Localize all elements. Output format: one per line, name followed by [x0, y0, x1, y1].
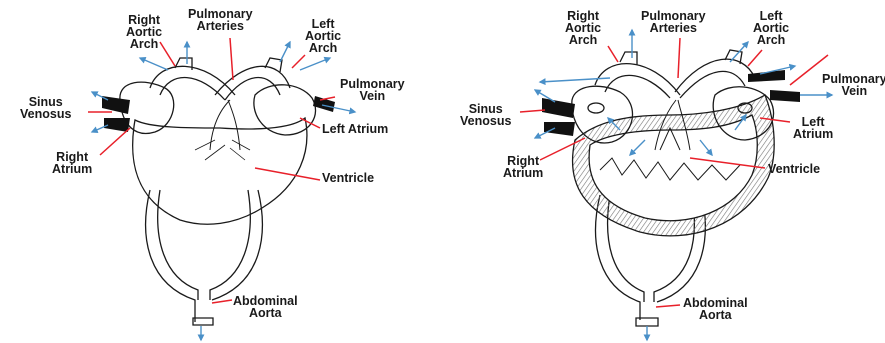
left-right-arch — [150, 66, 235, 100]
right-label-pulmonary-vein: Pulmonary Vein — [822, 73, 885, 97]
right-pulmonary-vein-vessel — [770, 90, 800, 102]
left-label-abdominal-aorta: Abdominal Aorta — [233, 295, 298, 319]
right-label-left-aortic-arch: Left Aortic Arch — [753, 10, 789, 46]
right-heart-internal — [572, 50, 774, 326]
left-label-left-aortic-arch: Left Aortic Arch — [305, 18, 341, 54]
right-label-ventricle: Ventricle — [768, 163, 820, 175]
left-arrow-sinus-top — [92, 92, 108, 100]
left-arch-stub-r — [175, 58, 192, 70]
left-heart-external — [120, 58, 316, 325]
left-label-right-atrium: Right Atrium — [52, 151, 92, 175]
right-label-right-atrium: Right Atrium — [503, 155, 543, 179]
left-arrow-left-arch-up — [280, 42, 290, 62]
right-label-pulmonary-arteries: Pulmonary Arteries — [641, 10, 706, 34]
left-label-right-aortic-arch: Right Aortic Arch — [126, 14, 162, 50]
right-sinus-venosus-vessels — [542, 98, 575, 136]
left-aorta-tip — [193, 318, 213, 325]
left-dark-vessels — [102, 96, 335, 132]
left-arrow-right-arch-side — [140, 58, 168, 70]
left-label-sinus-venosus: Sinus Venosus — [20, 96, 71, 120]
right-label-sinus-venosus: Sinus Venosus — [460, 103, 511, 127]
right-label-left-atrium: Left Atrium — [793, 116, 833, 140]
left-label-ventricle: Ventricle — [322, 172, 374, 184]
right-right-arch — [595, 64, 680, 98]
right-label-abdominal-aorta: Abdominal Aorta — [683, 297, 748, 321]
left-label-left-atrium: Left Atrium — [322, 123, 388, 135]
left-sinus-venosus-vessels — [102, 96, 130, 132]
right-left-arch — [675, 59, 755, 98]
left-label-pulmonary-vein: Pulmonary Vein — [340, 78, 405, 102]
left-label-pulmonary-arteries: Pulmonary Arteries — [188, 8, 253, 32]
right-label-right-aortic-arch: Right Aortic Arch — [565, 10, 601, 46]
left-left-arch — [215, 66, 290, 100]
left-truncus — [210, 100, 240, 150]
right-aorta-tip — [636, 318, 658, 326]
left-arrow-left-arch — [300, 58, 330, 70]
left-arrow-sinus-bottom — [92, 125, 108, 132]
left-arch-stub-l — [265, 58, 282, 72]
